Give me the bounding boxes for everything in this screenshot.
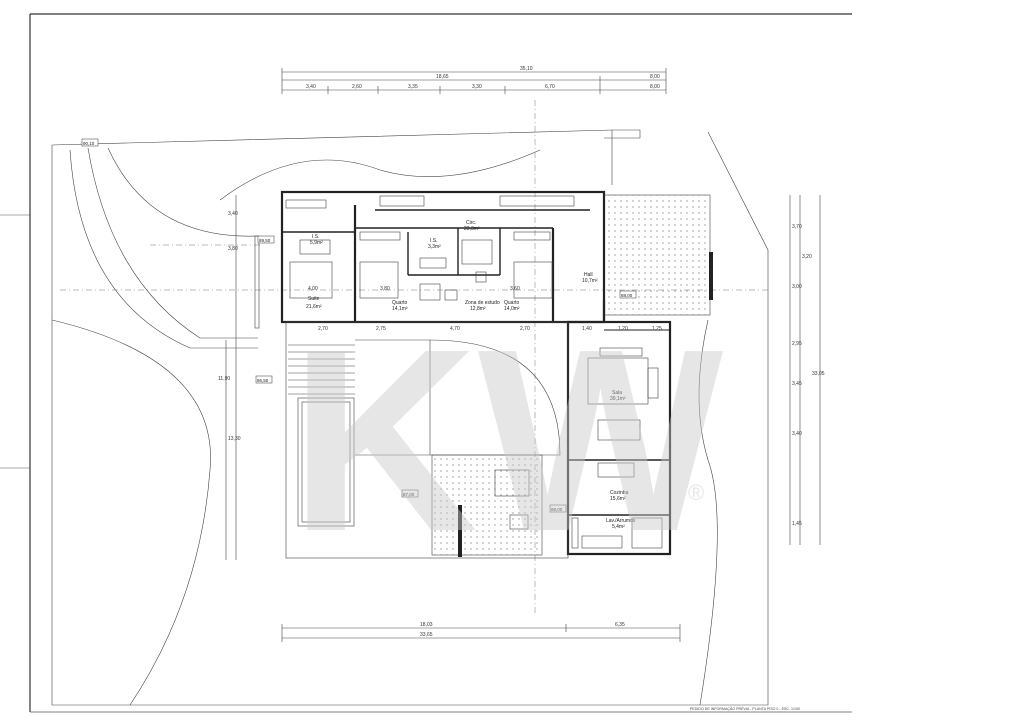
room-quarto1-name: Quarto <box>392 300 408 306</box>
sheet-frame <box>0 13 852 713</box>
room-lav-area: 5,4m² <box>612 524 625 530</box>
terrace-bottom <box>431 454 543 556</box>
dim-inner-2: 3,80 <box>380 286 390 292</box>
room-cozinha-name: Cozinha <box>610 490 629 496</box>
dim-top-row3-3: 3,35 <box>408 84 418 90</box>
room-quarto1-area: 14,1m² <box>392 306 408 312</box>
dim-bottom-overall: 33,65 <box>420 632 433 638</box>
room-ib1-name: I.S. <box>312 234 320 240</box>
room-labels: Suite 21,6m² I.S. 5,9m² I.S. 3,3m² Circ.… <box>306 220 636 530</box>
dim-right-6: 3,40 <box>792 431 802 437</box>
dim-inner-9: 1,20 <box>618 326 628 332</box>
room-quarto2-area: 14,0m² <box>504 306 520 312</box>
dim-right-3: 3,00 <box>792 284 802 290</box>
dim-inner-4: 2,70 <box>318 326 328 332</box>
level-tag-4: 86,50 <box>257 378 269 383</box>
dim-left-4: 11,90 <box>218 376 230 382</box>
dim-top-row2-1: 18,65 <box>436 74 449 80</box>
room-circ-name: Circ. <box>466 220 476 226</box>
dim-right-7: 1,45 <box>792 521 802 527</box>
room-ib1-area: 5,9m² <box>310 240 323 246</box>
dim-right-overall: 33,05 <box>812 371 825 377</box>
room-lav-name: Lav./Arrumos <box>606 518 636 524</box>
dims-inner: 4,00 3,80 3,60 2,70 2,75 4,70 2,70 1,40 … <box>308 286 662 332</box>
room-quarto2-name: Quarto <box>504 300 520 306</box>
dims-top: 35,10 18,65 8,00 3,40 2,60 3,35 3,30 6,7… <box>281 66 667 94</box>
room-sala-area: 39,1m² <box>610 396 626 402</box>
kw-watermark-text: KW <box>290 296 726 586</box>
dim-top-row3-1: 3,40 <box>306 84 316 90</box>
dim-inner-1: 4,00 <box>308 286 318 292</box>
dim-inner-8: 1,40 <box>582 326 592 332</box>
level-tag-6: 88,00 <box>551 507 563 512</box>
level-tag-2: 89,50 <box>259 238 271 243</box>
room-estudo-name: Zona de estudo <box>465 300 500 306</box>
dim-overall-top: 35,10 <box>520 66 533 72</box>
dim-top-row3-6: 8,00 <box>650 84 660 90</box>
dim-right-2: 3,20 <box>802 254 812 260</box>
level-tag-5: 87,00 <box>403 492 415 497</box>
dims-right: 3,70 3,20 3,00 2,95 3,45 3,40 1,45 33,05 <box>789 195 825 545</box>
dim-top-row2-2: 8,00 <box>650 74 660 80</box>
dim-top-row3-2: 2,60 <box>352 84 362 90</box>
room-ib2-area: 3,3m² <box>428 244 441 250</box>
dim-inner-10: 1,25 <box>652 326 662 332</box>
dim-inner-7: 2,70 <box>520 326 530 332</box>
dim-left-3: 13,30 <box>228 436 241 442</box>
site-boundary <box>51 129 769 706</box>
room-cozinha-area: 15,6m² <box>610 496 626 502</box>
pool-patio <box>254 235 713 559</box>
level-tag-3: 88,00 <box>621 293 633 298</box>
sheet-caption: PEDIDO DE INFORMAÇÃO PRÉVIA - PLANTA PIS… <box>690 706 800 711</box>
dims-left: 3,40 3,80 13,30 11,90 <box>218 195 241 560</box>
room-hall-name: Hall <box>584 272 593 278</box>
dim-right-4: 2,95 <box>792 341 802 347</box>
kw-watermark: KW ® <box>290 296 726 586</box>
dim-left-1: 3,40 <box>228 211 238 217</box>
dims-bottom: 18,03 6,35 33,65 <box>281 622 681 642</box>
level-tag-1: 90,10 <box>83 141 95 146</box>
room-sala-name: Sala <box>612 390 622 396</box>
dim-top-row3-5: 6,70 <box>545 84 555 90</box>
room-suite-name: Suite <box>308 296 320 302</box>
dim-left-2: 3,80 <box>228 246 238 252</box>
dim-right-1: 3,70 <box>792 224 802 230</box>
dim-inner-5: 2,75 <box>376 326 386 332</box>
dim-bottom-1: 18,03 <box>420 622 433 628</box>
room-hall-area: 10,7m² <box>582 278 598 284</box>
dim-bottom-2: 6,35 <box>615 622 625 628</box>
room-ib2-name: I.S. <box>430 238 438 244</box>
kw-registered-mark: ® <box>688 480 704 505</box>
level-tags: 90,10 89,50 88,00 86,50 87,00 88,00 <box>81 138 637 513</box>
dim-inner-3: 3,60 <box>510 286 520 292</box>
room-estudo-area: 12,8m² <box>470 306 486 312</box>
room-circ-area: 23,3m² <box>464 226 480 232</box>
dim-right-5: 3,45 <box>792 381 802 387</box>
dim-top-row3-4: 3,30 <box>472 84 482 90</box>
room-suite-area: 21,6m² <box>306 304 322 310</box>
dim-inner-6: 4,70 <box>450 326 460 332</box>
